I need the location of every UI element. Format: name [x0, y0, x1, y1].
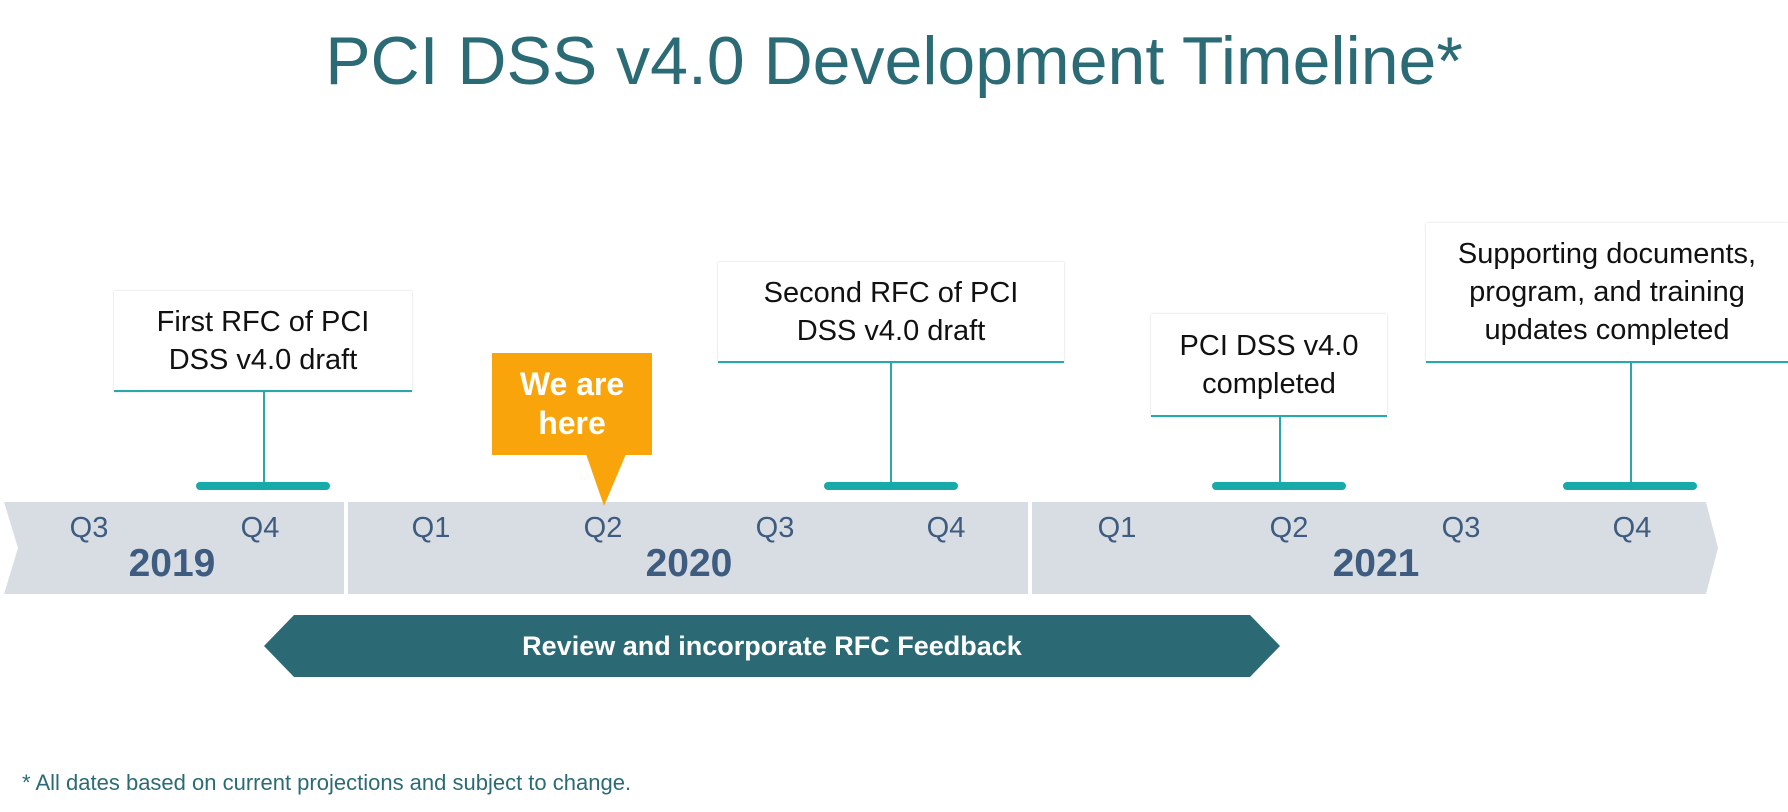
quarter-label: Q3	[755, 512, 795, 544]
page-title: PCI DSS v4.0 Development Timeline*	[325, 23, 1463, 99]
milestone-marker	[1212, 482, 1346, 490]
quarter-label: Q2	[583, 512, 623, 544]
milestone-text: PCI DSS v4.0 completed	[1179, 329, 1359, 400]
year-label: 2020	[645, 542, 733, 585]
timeline-band-2020	[348, 502, 1028, 594]
quarter-label: Q2	[1269, 512, 1309, 544]
year-label: 2021	[1332, 542, 1420, 585]
timeline-band-2019	[4, 502, 346, 594]
milestone-text: Supporting documents, program, and train…	[1457, 238, 1757, 346]
milestone-text: First RFC of PCI DSS v4.0 draft	[156, 305, 370, 376]
quarter-label: Q1	[411, 512, 451, 544]
milestone-callout-completed: PCI DSS v4.0 completed	[1151, 314, 1387, 417]
milestone-stem	[263, 391, 265, 485]
milestone-stem	[1279, 416, 1281, 485]
feedback-bar	[264, 615, 1280, 677]
feedback-bar-label: Review and incorporate RFC Feedback	[522, 630, 1022, 661]
milestone-marker	[824, 482, 958, 490]
milestone-text: Second RFC of PCI DSS v4.0 draft	[763, 276, 1019, 347]
timeline-band-2021	[1032, 502, 1720, 594]
milestone-callout-supporting-docs: Supporting documents, program, and train…	[1426, 223, 1788, 363]
quarter-label: Q3	[1441, 512, 1481, 544]
year-label: 2019	[128, 542, 216, 585]
current-position-pointer	[586, 454, 626, 506]
milestone-marker	[1563, 482, 1697, 490]
milestone-stem	[1630, 362, 1632, 485]
quarter-label: Q3	[69, 512, 109, 544]
milestone-stem	[890, 362, 892, 485]
milestone-callout-second-rfc: Second RFC of PCI DSS v4.0 draft	[718, 262, 1064, 363]
current-position-label: We are here	[519, 366, 625, 441]
milestone-callout-first-rfc: First RFC of PCI DSS v4.0 draft	[114, 291, 412, 392]
footnote: * All dates based on current projections…	[22, 770, 632, 795]
quarter-label: Q4	[926, 512, 966, 544]
current-position-marker: We are here	[492, 353, 652, 455]
milestone-marker	[196, 482, 330, 490]
quarter-label: Q4	[240, 512, 280, 544]
quarter-label: Q4	[1612, 512, 1652, 544]
quarter-label: Q1	[1097, 512, 1137, 544]
